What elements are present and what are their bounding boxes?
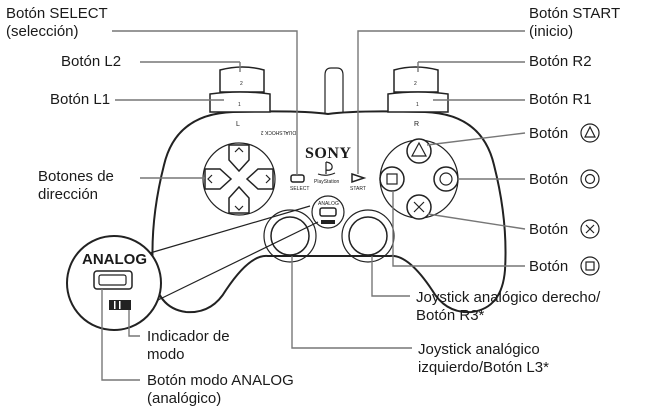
right-analog-stick[interactable] bbox=[348, 216, 388, 256]
l2-label: Botón L2 bbox=[61, 53, 121, 70]
r2-mark: 2 bbox=[414, 81, 417, 87]
analog-button-bezel bbox=[311, 195, 345, 229]
analog-mode-label: Botón modo ANALOG bbox=[147, 372, 294, 389]
analog-mode-button[interactable] bbox=[319, 207, 337, 217]
analog-text-small: ANALOG bbox=[318, 201, 339, 207]
right-stick-label-2: Botón R3* bbox=[416, 307, 485, 324]
square-button[interactable] bbox=[379, 166, 405, 192]
d-pad[interactable] bbox=[202, 142, 276, 216]
platform-text: PlayStation bbox=[314, 179, 340, 185]
cable bbox=[324, 67, 344, 142]
r2-button[interactable] bbox=[393, 66, 439, 93]
r-mark: R bbox=[414, 121, 419, 128]
start-button[interactable] bbox=[351, 172, 367, 184]
start-label: Botón START bbox=[529, 5, 620, 22]
cross-label: Botón bbox=[529, 221, 568, 238]
select-text: SELECT bbox=[290, 186, 309, 192]
r1-button[interactable] bbox=[387, 91, 449, 113]
labels-right: Botón START (inicio) Botón R2 Botón R1 B… bbox=[416, 5, 620, 376]
start-label-2: (inicio) bbox=[529, 23, 573, 40]
l2-mark: 2 bbox=[240, 81, 243, 87]
start-text: START bbox=[350, 186, 366, 192]
right-stick-label: Joystick analógico derecho/ bbox=[416, 289, 601, 306]
leader-lines bbox=[101, 30, 526, 381]
dpad-label-2: dirección bbox=[38, 186, 98, 203]
circle-icon bbox=[580, 169, 600, 189]
mode-indicator-label-2: modo bbox=[147, 346, 185, 363]
inset-analog-text: ANALOG bbox=[82, 251, 147, 268]
mode-indicator-label: Indicador de bbox=[147, 328, 230, 345]
mode-indicator bbox=[321, 220, 335, 224]
select-label-2: (selección) bbox=[6, 23, 79, 40]
cross-icon bbox=[580, 219, 600, 239]
square-icon bbox=[580, 256, 600, 276]
controller: 2 1 L 2 1 R DUALSHOCK 2 SONY PlayStation… bbox=[151, 66, 507, 314]
square-glyph-icon bbox=[386, 173, 398, 185]
l1-button[interactable] bbox=[209, 91, 271, 113]
triangle-glyph-icon bbox=[410, 141, 428, 157]
circle-label: Botón bbox=[529, 171, 568, 188]
left-stick-base bbox=[263, 209, 317, 263]
l-mark: L bbox=[236, 121, 240, 128]
right-stick-base bbox=[341, 209, 395, 263]
analog-inset: ANALOG bbox=[66, 205, 319, 331]
circle-glyph-icon bbox=[439, 172, 453, 186]
labels-left: Botón SELECT (selección) Botón L2 Botón … bbox=[6, 5, 294, 407]
select-label: Botón SELECT bbox=[6, 5, 108, 22]
r1-label: Botón R1 bbox=[529, 91, 592, 108]
r1-mark: 1 bbox=[416, 102, 419, 108]
r2-label: Botón R2 bbox=[529, 53, 592, 70]
playstation-logo-icon bbox=[317, 161, 336, 176]
left-stick-label-2: izquierdo/Botón L3* bbox=[418, 359, 549, 376]
triangle-label: Botón bbox=[529, 125, 568, 142]
dpad-label: Botones de bbox=[38, 168, 114, 185]
l1-mark: 1 bbox=[238, 102, 241, 108]
l1-label: Botón L1 bbox=[50, 91, 110, 108]
triangle-icon bbox=[580, 123, 600, 143]
square-label: Botón bbox=[529, 258, 568, 275]
analog-mode-label-2: (analógico) bbox=[147, 390, 221, 407]
brand-logo: SONY bbox=[305, 145, 351, 162]
cross-glyph-icon bbox=[413, 201, 425, 213]
circle-button[interactable] bbox=[433, 166, 459, 192]
left-stick-label: Joystick analógico bbox=[418, 341, 540, 358]
select-button[interactable] bbox=[290, 174, 305, 183]
triangle-button[interactable] bbox=[406, 138, 432, 164]
l2-button[interactable] bbox=[219, 66, 265, 93]
model-text: DUALSHOCK 2 bbox=[260, 129, 296, 135]
